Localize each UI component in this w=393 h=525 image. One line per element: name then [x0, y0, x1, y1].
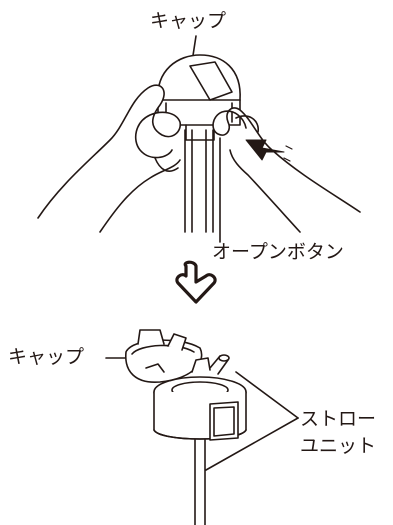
left-hand	[37, 84, 182, 233]
straw-unit-label-line1: ストロー	[300, 408, 377, 430]
open-button-label: オープンボタン	[212, 241, 344, 263]
cap-base	[153, 376, 247, 441]
straw-unit-leader-2	[205, 417, 299, 471]
top-illustration	[37, 35, 361, 243]
right-hand	[212, 107, 361, 233]
cap-lid-open	[125, 329, 203, 383]
bottom-illustration	[105, 329, 299, 525]
straw-unit-leader-1	[235, 371, 299, 419]
straw-tube-bottom	[194, 439, 206, 525]
cap-bottom-label: キャップ	[8, 346, 85, 368]
straw-unit-label-line2: ユニット	[300, 435, 377, 457]
cap-top-label: キャップ	[150, 10, 227, 32]
down-arrow-outline-icon	[175, 260, 217, 304]
press-arrow-icon	[245, 139, 285, 161]
straw-tube-top	[184, 129, 214, 233]
straw-spout	[191, 354, 230, 375]
